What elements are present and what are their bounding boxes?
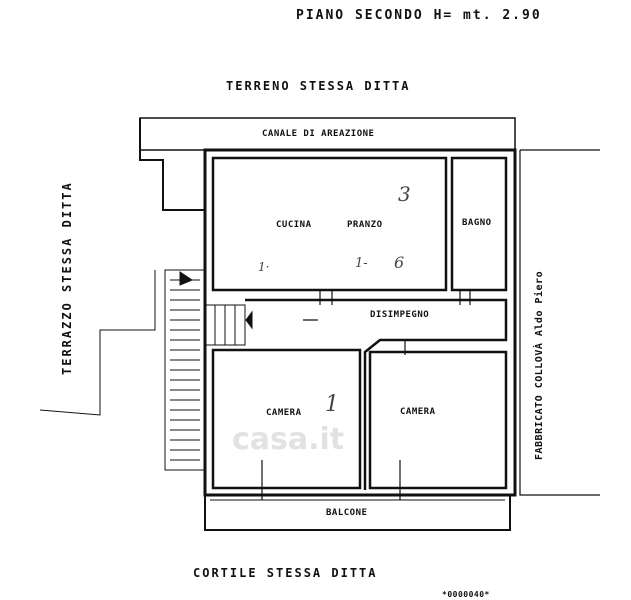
label-bottom-courtyard: CORTILE STESSA DITTA [193,566,378,580]
room-label-camera-right: CAMERA [400,407,436,417]
handwritten-3: 3 [398,182,411,206]
watermark-logo: casa.it [232,422,345,457]
balcone-outline [204,495,511,531]
handwritten-1c: 1· [258,260,270,274]
handwritten-1-bedroom: 1 [325,392,339,417]
outer-wall-left-notch [139,118,205,211]
label-balcone: BALCONE [326,508,368,518]
room-label-disimpegno: DISIMPEGNO [370,310,430,320]
plan-title: PIANO SECONDO H= mt. 2.90 [296,8,542,23]
room-camera-left-wall [211,348,362,490]
room-camera-right-wall [368,350,508,490]
terrace-edge [39,270,156,416]
label-canale-areazione: CANALE DI AREAZIONE [262,129,375,139]
staircase [164,269,253,471]
footer-code: *0000040* [442,590,490,599]
room-label-cucina: CUCINA [276,220,312,230]
handwritten-1b: 1- [355,256,368,271]
room-label-bagno: BAGNO [462,218,492,228]
corridor-wall [245,298,508,490]
neighbour-building [519,149,600,496]
room-label-camera-left: CAMERA [266,408,302,418]
label-left-terrace: TERRAZZO STESSA DITTA [60,181,74,375]
door-marks [261,290,471,500]
room-bagno-wall [450,156,508,292]
label-top-neighbour: TERRENO STESSA DITTA [226,79,411,93]
handwritten-6: 6 [394,253,405,272]
label-right-neighbour: FABBRICATO COLLOVÀ Aldo Piero [534,270,545,460]
room-cucina-pranzo-wall [211,156,448,292]
room-label-pranzo: PRANZO [347,220,383,230]
